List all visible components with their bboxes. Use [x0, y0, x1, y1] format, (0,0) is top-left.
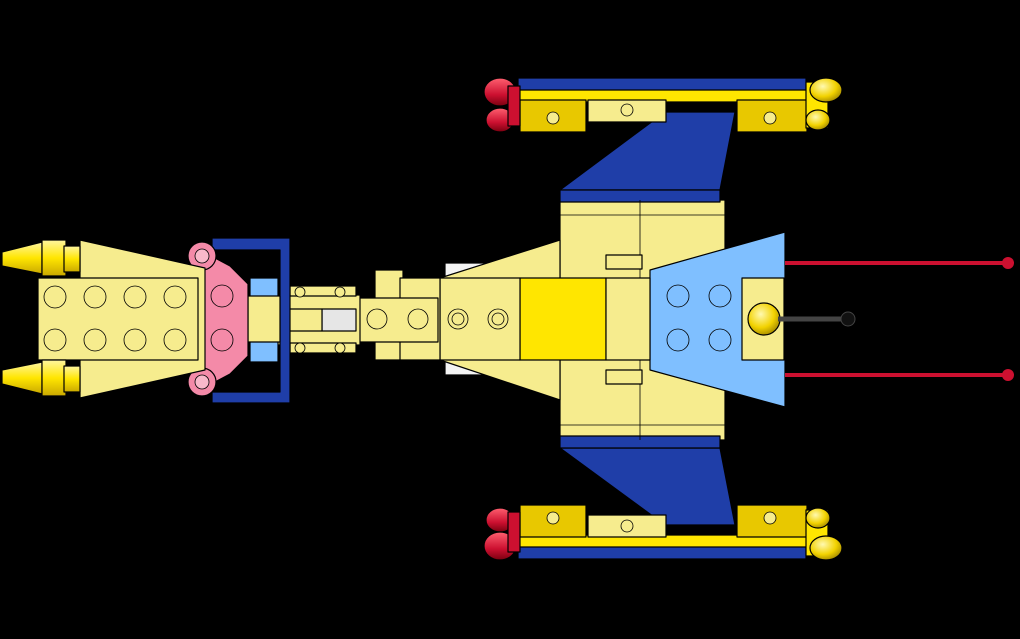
stud — [123, 285, 147, 309]
stud — [620, 519, 634, 533]
bottom-wing — [483, 447, 843, 561]
stud — [546, 511, 560, 525]
hinge-pin — [321, 308, 357, 332]
red-antennas — [785, 257, 1014, 381]
stud — [546, 111, 560, 125]
stud — [666, 328, 690, 352]
stud — [708, 328, 732, 352]
stud — [407, 308, 429, 330]
rear-engine-block — [37, 239, 206, 399]
top-wing-red-lights — [483, 77, 521, 133]
stud — [666, 284, 690, 308]
stud — [83, 285, 107, 309]
stud — [123, 328, 147, 352]
mid-taper — [439, 239, 651, 401]
stud — [763, 511, 777, 525]
stud — [43, 285, 67, 309]
stud — [210, 284, 234, 308]
blue-frame — [211, 237, 291, 404]
top-thruster-cone — [1, 239, 81, 277]
thruster-cones — [1, 239, 81, 397]
top-wing-yellow-tip — [805, 77, 843, 131]
stud — [620, 103, 634, 117]
nose-ball-joint — [747, 302, 781, 336]
pink-coupler — [187, 241, 249, 397]
stud — [163, 328, 187, 352]
cockpit-plate — [519, 277, 607, 361]
stud — [210, 328, 234, 352]
bottom-thruster-cone — [1, 359, 81, 397]
top-wing — [483, 77, 843, 191]
neck-connector — [274, 269, 441, 361]
stud — [43, 328, 67, 352]
stud — [763, 111, 777, 125]
stud — [83, 328, 107, 352]
bottom-wing-red-lights — [483, 507, 521, 561]
stud — [366, 308, 388, 330]
stud — [708, 284, 732, 308]
stud — [163, 285, 187, 309]
bottom-wing-yellow-tip — [805, 507, 843, 561]
